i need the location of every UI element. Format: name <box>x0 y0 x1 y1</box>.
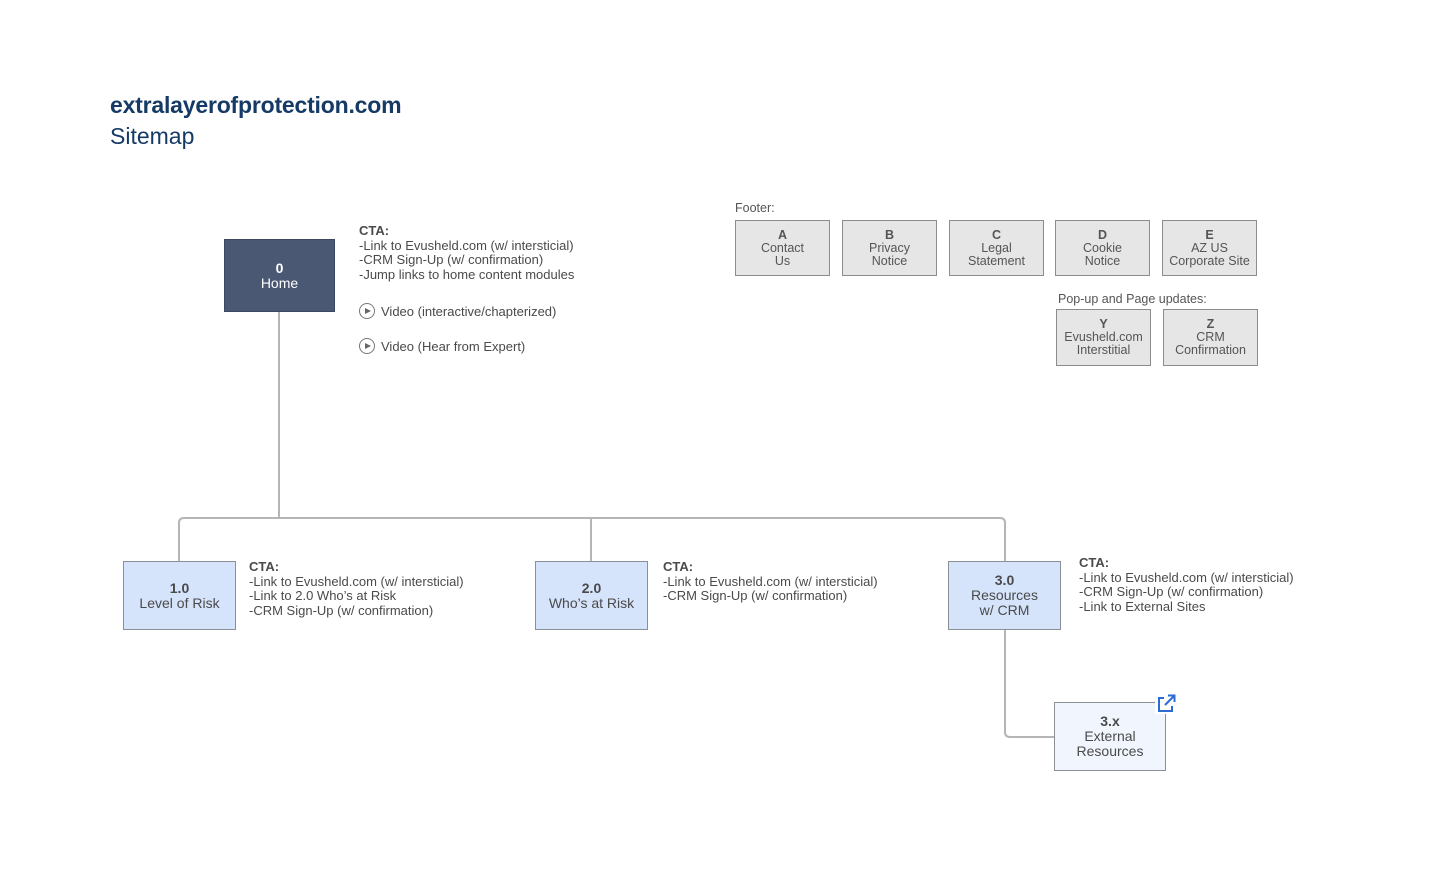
footer-item-line2: Statement <box>968 253 1025 268</box>
home-cta-item: -Jump links to home content modules <box>359 266 575 282</box>
footer-item-line1: Privacy <box>869 240 910 255</box>
cta-item: -CRM Sign-Up (w/ confirmation) <box>1079 584 1264 599</box>
popup-item-line1: CRM <box>1196 330 1225 344</box>
footer-item-cookie[interactable]: D Cookie Notice <box>1055 220 1150 276</box>
node-level-of-risk[interactable]: 1.0 Level of Risk <box>123 561 236 630</box>
sitemap-subtitle: Sitemap <box>110 123 195 149</box>
connector-to-3-0 <box>999 517 1006 561</box>
popup-item-crm-confirmation[interactable]: Z CRM Confirmation <box>1163 309 1258 366</box>
node-home-id: 0 <box>275 259 284 276</box>
home-cta: CTA: -Link to Evusheld.com (w/ interstic… <box>359 223 575 282</box>
footer-item-privacy[interactable]: B Privacy Notice <box>842 220 937 276</box>
external-link-icon[interactable] <box>1155 694 1177 714</box>
level-of-risk-cta: CTA: -Link to Evusheld.com (w/ interstic… <box>249 559 464 618</box>
popup-item-interstitial[interactable]: Y Evusheld.com Interstitial <box>1056 309 1151 366</box>
video-interactive-label: Video (interactive/chapterized) <box>381 303 557 319</box>
video-interactive[interactable]: Video (interactive/chapterized) <box>359 303 556 319</box>
footer-item-id: C <box>991 227 1002 242</box>
node-id: 3.x <box>1100 713 1120 729</box>
node-id: 1.0 <box>169 579 190 596</box>
footer-item-line1: AZ US <box>1191 240 1228 255</box>
footer-item-line2: Notice <box>1084 253 1121 268</box>
node-label: Who’s at Risk <box>548 594 635 611</box>
connector-to-1-0 <box>178 517 185 561</box>
footer-item-contact[interactable]: A Contact Us <box>735 220 830 276</box>
node-id: 3.0 <box>994 572 1015 588</box>
footer-item-line2: Us <box>774 253 791 268</box>
footer-item-line1: Cookie <box>1083 240 1122 255</box>
resources-cta: CTA: -Link to Evusheld.com (w/ interstic… <box>1079 555 1294 614</box>
popup-item-id: Y <box>1099 317 1108 331</box>
footer-label: Footer: <box>735 201 775 215</box>
footer-item-line1: Contact <box>760 240 805 255</box>
footer-item-id: E <box>1205 227 1214 242</box>
node-resources[interactable]: 3.0 Resources w/ CRM <box>948 561 1061 630</box>
cta-item: -Link to Evusheld.com (w/ intersticial) <box>249 573 464 589</box>
cta-item: -Link to External Sites <box>1079 598 1206 614</box>
node-label-line2: Resources <box>1076 743 1144 759</box>
footer-item-line1: Legal <box>981 240 1012 255</box>
cta-item: -Link to 2.0 Who’s at Risk <box>249 588 397 603</box>
node-external-resources[interactable]: 3.x External Resources <box>1054 702 1166 771</box>
popups-label: Pop-up and Page updates: <box>1058 292 1207 306</box>
footer-item-id: A <box>777 227 788 242</box>
popup-item-line2: Confirmation <box>1175 343 1246 357</box>
cta-title: CTA: <box>1079 555 1110 570</box>
node-whos-at-risk[interactable]: 2.0 Who’s at Risk <box>535 561 648 630</box>
video-expert[interactable]: Video (Hear from Expert) <box>359 338 525 354</box>
footer-item-id: B <box>884 227 895 242</box>
video-expert-label: Video (Hear from Expert) <box>381 338 526 354</box>
whos-at-risk-cta: CTA: -Link to Evusheld.com (w/ interstic… <box>663 559 878 604</box>
footer-item-legal[interactable]: C Legal Statement <box>949 220 1044 276</box>
node-label-line1: Resources <box>971 587 1038 603</box>
home-cta-item: -CRM Sign-Up (w/ confirmation) <box>359 252 544 267</box>
cta-item: -CRM Sign-Up (w/ confirmation) <box>249 602 434 618</box>
site-title: extralayerofprotection.com <box>110 92 402 118</box>
cta-title: CTA: <box>249 559 280 574</box>
cta-item: -Link to Evusheld.com (w/ intersticial) <box>663 573 878 589</box>
popup-item-line2: Interstitial <box>1076 343 1131 357</box>
popup-item-id: Z <box>1206 317 1215 331</box>
popup-item-line1: Evusheld.com <box>1064 330 1143 344</box>
play-icon <box>359 338 375 354</box>
node-label: Level of Risk <box>139 594 220 611</box>
play-icon <box>359 303 375 319</box>
node-label-line2: w/ CRM <box>979 602 1030 618</box>
footer-item-line2: Corporate Site <box>1169 253 1250 268</box>
cta-title: CTA: <box>663 559 694 574</box>
node-home-label: Home <box>260 274 299 291</box>
cta-item: -Link to Evusheld.com (w/ intersticial) <box>1079 569 1294 585</box>
cta-item: -CRM Sign-Up (w/ confirmation) <box>663 588 848 603</box>
connector-to-3-x <box>1004 630 1054 738</box>
footer-item-line2: Notice <box>871 253 908 268</box>
home-cta-title: CTA: <box>359 223 390 238</box>
home-cta-item: -Link to Evusheld.com (w/ intersticial) <box>359 237 574 253</box>
footer-item-az-corporate[interactable]: E AZ US Corporate Site <box>1162 220 1257 276</box>
node-label-line1: External <box>1084 728 1136 744</box>
node-home[interactable]: 0 Home <box>224 239 335 312</box>
node-id: 2.0 <box>581 579 602 596</box>
footer-item-id: D <box>1097 227 1108 242</box>
